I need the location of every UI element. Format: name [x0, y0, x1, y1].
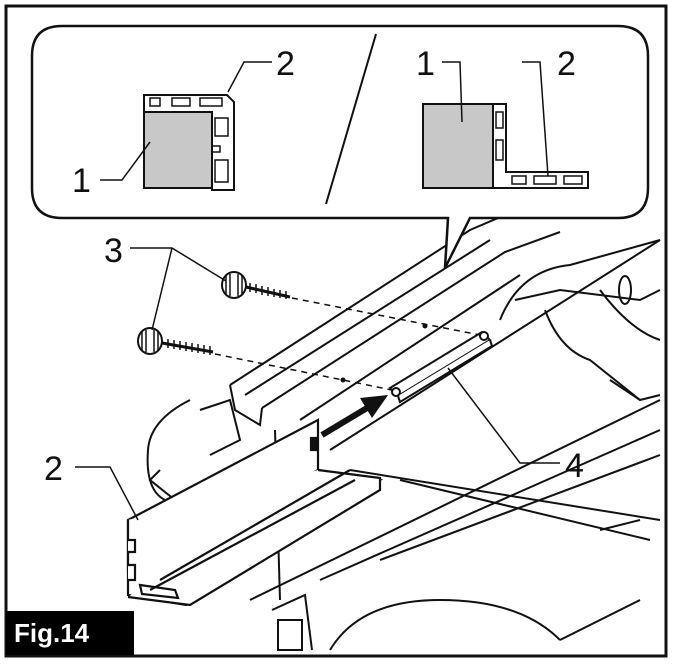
detail-right-profile	[422, 103, 589, 189]
callout-2-detail-right: 2	[557, 45, 576, 83]
callout-4-rail: 4	[565, 447, 584, 485]
leader-lines	[75, 61, 560, 521]
callout-1-detail-left: 1	[72, 162, 91, 200]
callout-3-bolts: 3	[104, 232, 123, 270]
bolt-upper	[221, 271, 291, 299]
detail-callout-bubble	[30, 24, 650, 269]
callout-2-detail-left: 2	[276, 45, 295, 83]
callout-1-detail-right: 1	[416, 45, 435, 83]
detail-left-profile	[143, 94, 235, 191]
callout-2-sub-fence: 2	[44, 450, 63, 488]
alignment-dashed-lines	[214, 297, 481, 391]
insert-direction-arrow	[320, 395, 388, 438]
sub-fence-extrusion	[126, 418, 384, 607]
bolt-lower	[137, 327, 214, 355]
figure-label: Fig.14	[6, 611, 134, 655]
fence-holder-rail	[388, 330, 494, 404]
